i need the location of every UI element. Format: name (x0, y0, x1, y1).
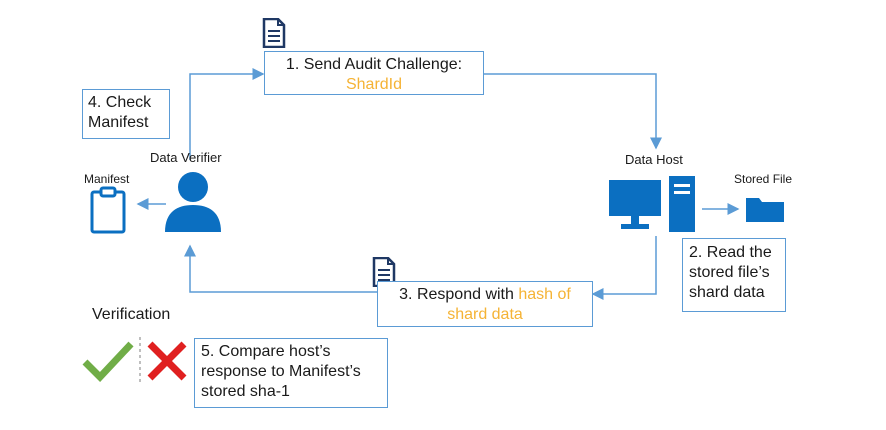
document-icon (372, 257, 396, 287)
step-4-line1: 4. Check (88, 94, 152, 111)
step-3-highlight-1: hash of (518, 286, 571, 303)
data-verifier-label: Data Verifier (150, 150, 222, 165)
computer-icon (609, 176, 695, 232)
step-2-line2: stored file’s (689, 264, 770, 281)
step-3-highlight-2: shard data (447, 306, 523, 323)
manifest-label: Manifest (84, 172, 130, 186)
step-5-line3: stored sha-1 (201, 383, 290, 400)
step-2-line3: shard data (689, 284, 765, 301)
stored-file-label: Stored File (734, 172, 793, 186)
step-1-highlight: ShardId (345, 76, 403, 93)
step-1-box: 1. Send Audit Challenge: ShardId (264, 51, 484, 95)
folder-icon (746, 198, 784, 222)
step-2-line1: 2. Read the (689, 244, 772, 261)
step-5-line1: 5. Compare host’s (201, 343, 331, 360)
step-5-line2: response to Manifest’s (201, 363, 361, 380)
arrow-challenge-to-host (484, 73, 662, 150)
arrow-host-to-response (591, 236, 657, 300)
step-3-text: 3. Respond with (399, 286, 519, 303)
step-5-box: 5. Compare host’s response to Manifest’s… (194, 338, 388, 408)
check-icon (82, 341, 134, 382)
user-icon (165, 172, 221, 232)
step-1-text: 1. Send Audit Challenge: (285, 56, 463, 73)
cross-icon (147, 341, 187, 381)
step-4-line2: Manifest (88, 114, 149, 131)
verification-label: Verification (92, 306, 171, 323)
clipboard-icon (90, 186, 126, 234)
data-host-label: Data Host (625, 152, 683, 167)
step-4-box: 4. Check Manifest (82, 89, 170, 139)
arrow-verifier-to-challenge (189, 68, 265, 160)
step-2-box: 2. Read the stored file’s shard data (682, 238, 786, 312)
step-3-box: 3. Respond with hash of shard data (377, 281, 593, 327)
arrow-response-to-verifier (184, 244, 378, 293)
document-icon (262, 18, 286, 48)
